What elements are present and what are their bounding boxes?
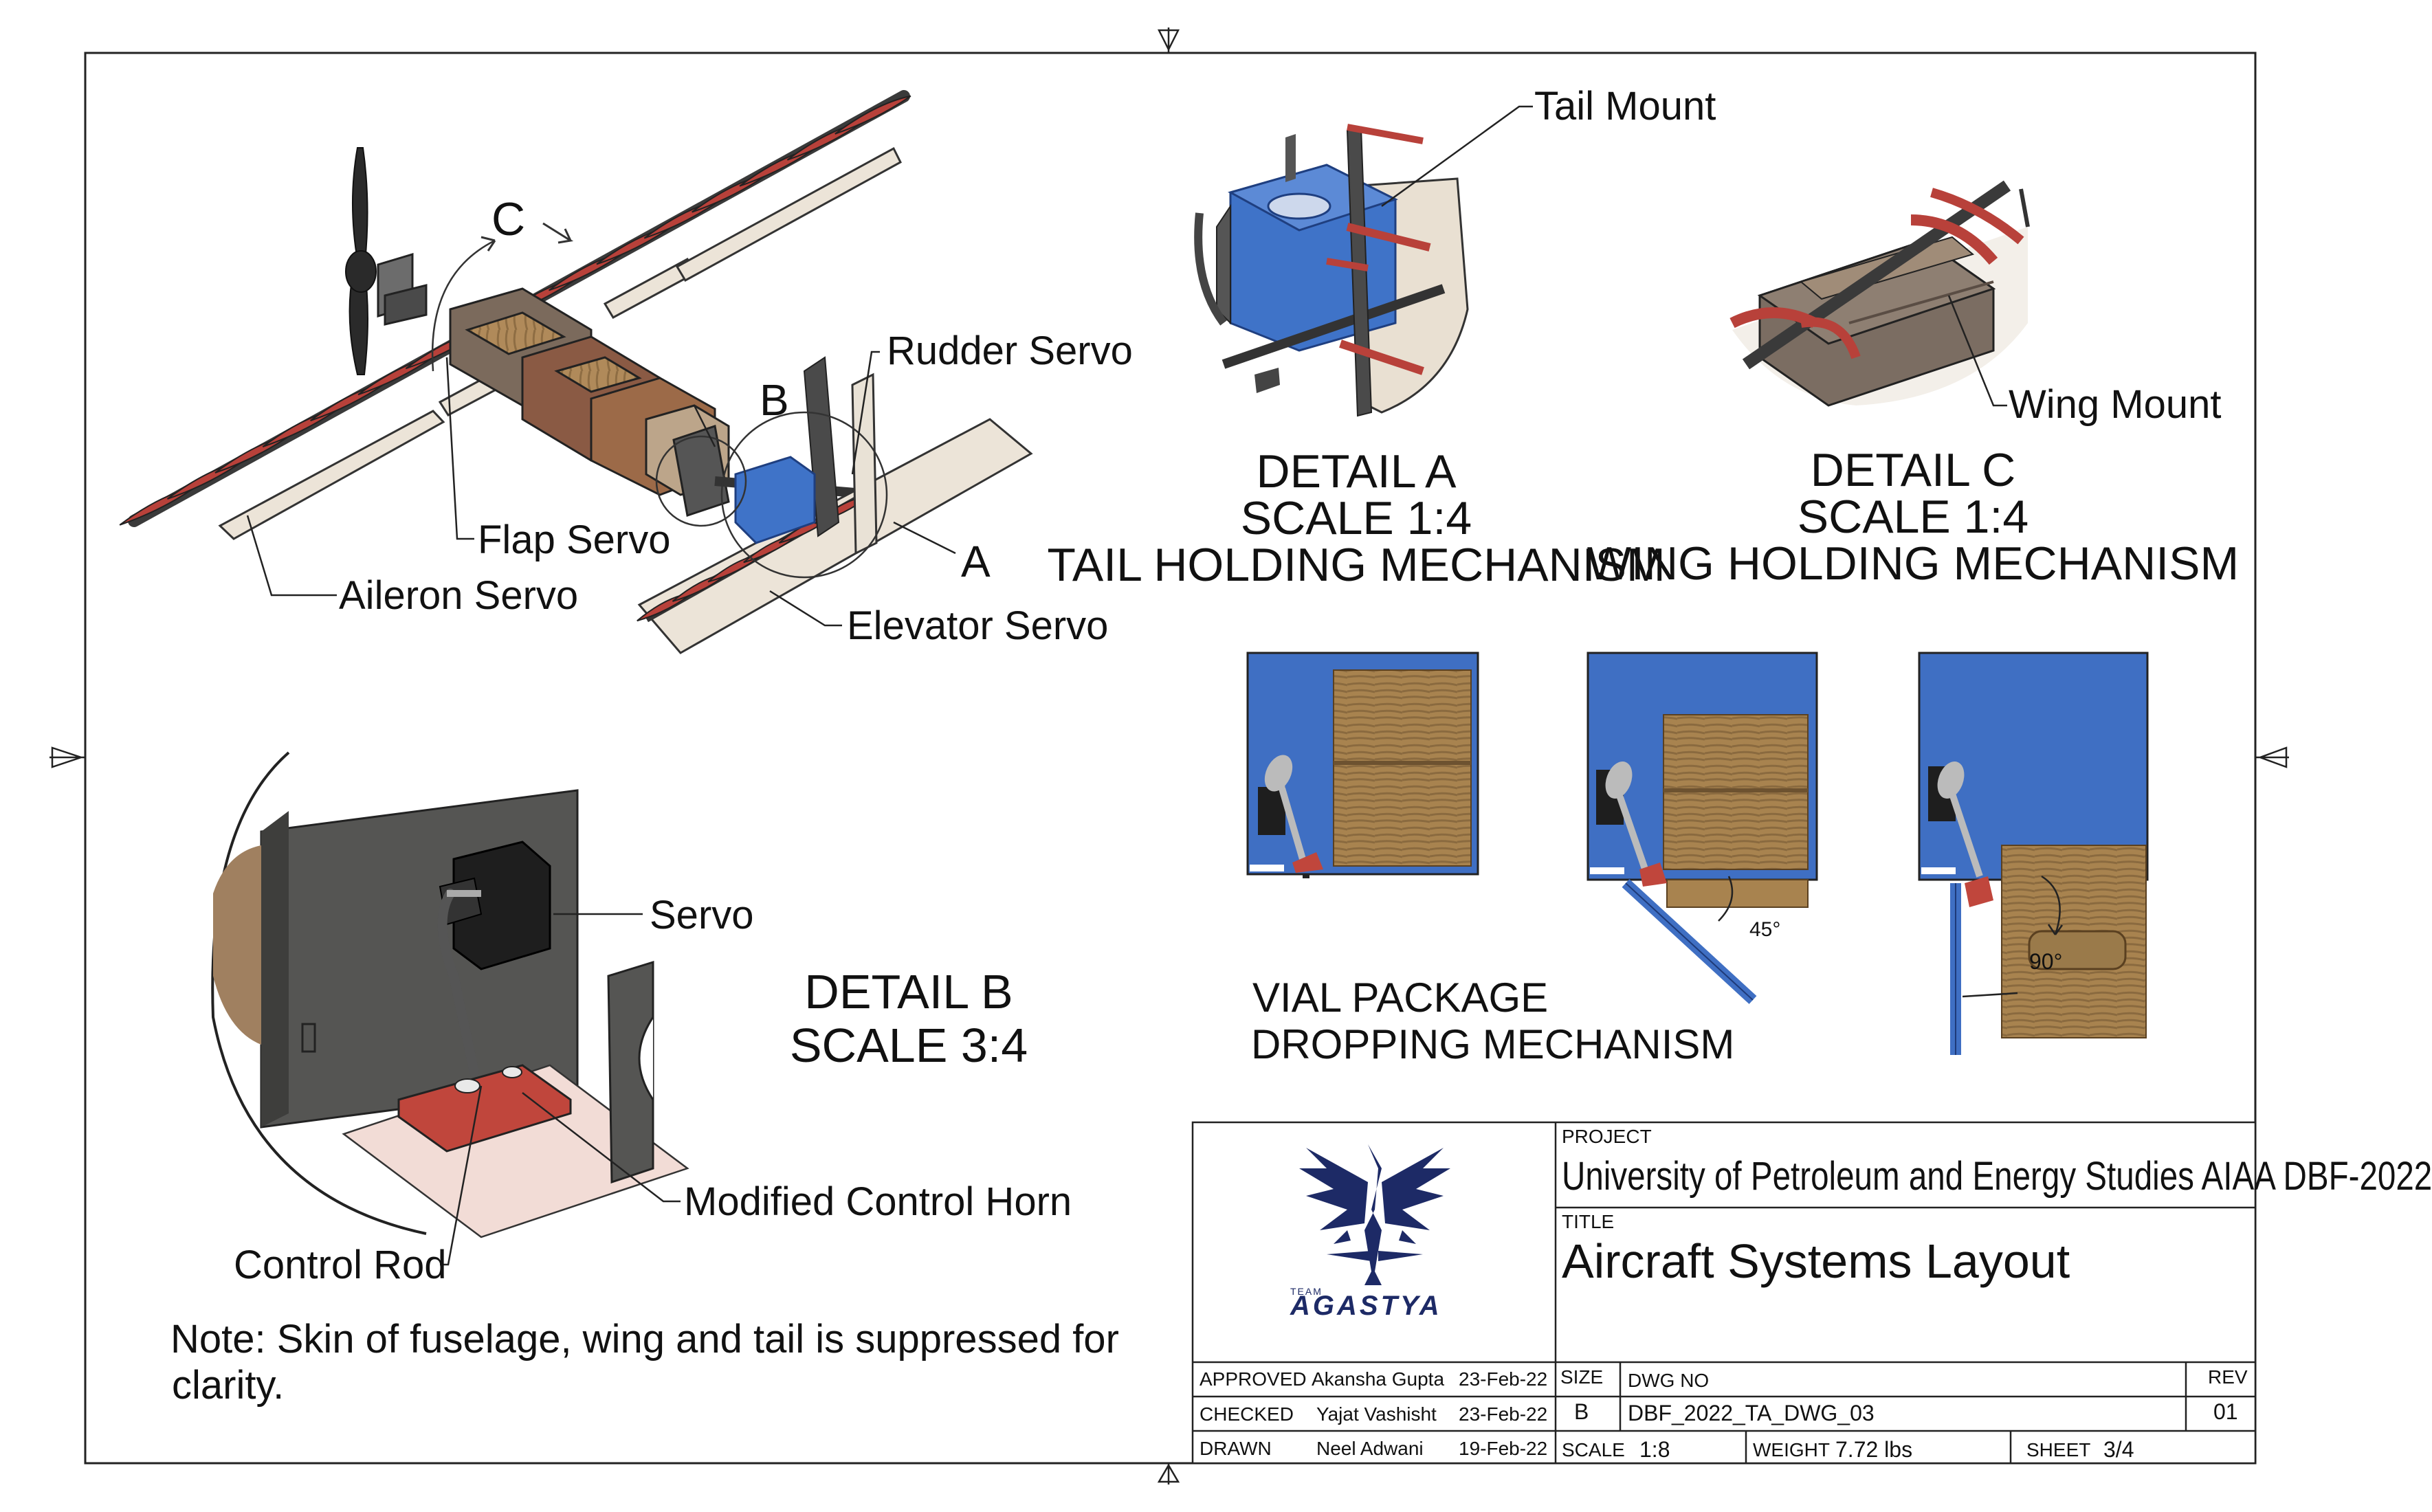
approved-date: 23-Feb-22 [1459,1368,1548,1390]
tail-mount-label: Tail Mount [1534,84,1716,129]
angle-45-label: 45° [1749,918,1781,941]
control-horn-label: Modified Control Horn [684,1179,1072,1224]
rev-value: 01 [2213,1399,2238,1424]
sheet-value: 3/4 [2103,1437,2134,1462]
aileron-servo-label: Aileron Servo [339,573,579,618]
control-rod-label: Control Rod [234,1243,447,1287]
sheet-label: SHEET [2026,1439,2091,1460]
scale-value: 1:8 [1639,1437,1670,1462]
checked-name: Yajat Vashisht [1316,1403,1437,1425]
vial-panel-90 [1918,652,2149,1055]
servo-label: Servo [650,893,754,937]
detail-b-marker: B [760,375,789,425]
title-block-lines [1191,1121,2257,1465]
detail-c-arc [431,239,496,372]
detail-a-heading: DETAIL A [1256,445,1457,498]
left-aileron [218,410,445,540]
detail-b-view [211,751,689,1266]
title-label: TITLE [1562,1211,1615,1232]
size-label: SIZE [1560,1366,1604,1388]
vial-caption-line2: DROPPING MECHANISM [1251,1021,1735,1067]
tail-mount-leader [1381,105,1533,208]
detail-a-marker: A [961,537,991,586]
wing-rib [834,95,911,135]
fuselage-bays [449,287,730,517]
drawn-name: Neel Adwani [1316,1438,1424,1459]
detail-b-circle [655,435,747,527]
detail-b-boundary [211,751,427,1235]
detail-c-scale: SCALE 1:4 [1797,491,2029,543]
note-line1: Note: Skin of fuselage, wing and tail is… [170,1317,1119,1361]
vial-caption-line1: VIAL PACKAGE [1252,975,1549,1021]
logo-agastya-text: AGASTYA [1290,1291,1442,1321]
dwg-no-label: DWG NO [1628,1370,1710,1391]
detail-b-leaders [440,913,681,1266]
elevator-servo-label: Elevator Servo [847,603,1109,648]
tail-boom-a [1221,284,1446,369]
weight-label: WEIGHT [1753,1439,1830,1460]
rudder-servo-label: Rudder Servo [887,329,1133,373]
control-horn [397,1064,572,1153]
project-label: PROJECT [1562,1126,1652,1147]
checked-date: 23-Feb-22 [1459,1403,1548,1425]
size-value: B [1574,1399,1589,1424]
note-line2: clarity. [172,1363,285,1408]
wing-spar-c [1742,180,2011,370]
control-rod [437,889,479,1077]
detail-a-circle [720,411,888,579]
centering-marks [49,27,2289,1485]
team-logo [1299,1144,1450,1285]
detail-a-scale: SCALE 1:4 [1240,492,1472,544]
drawn-label: DRAWN [1200,1438,1272,1459]
right-aileron [675,146,902,282]
detail-c-view [1729,180,2030,407]
drawing-title: Aircraft Systems Layout [1562,1234,2070,1288]
approved-label: APPROVED [1200,1368,1307,1390]
logo-team-text: TEAM [1290,1286,1323,1297]
detail-c-marker: C [491,193,526,245]
wing-mount-label: Wing Mount [2009,382,2222,427]
main-leaders [246,351,956,627]
detail-c-heading: DETAIL C [1810,444,2016,496]
main-isometric-view [119,90,1033,654]
project-name: University of Petroleum and Energy Studi… [1562,1154,2432,1199]
rudder-plate [851,373,878,555]
approved-name: Akansha Gupta [1312,1368,1445,1390]
tail-mount-blue [734,456,816,544]
rev-label: REV [2208,1366,2248,1388]
drawn-date: 19-Feb-22 [1459,1438,1548,1459]
checked-label: CHECKED [1200,1403,1294,1425]
vial-panel-closed [1246,652,1479,878]
scale-label: SCALE [1562,1439,1625,1460]
propeller [345,147,377,375]
vial-panel-45 [1587,652,1818,1004]
hinge-bracket [607,960,654,1184]
detail-a-caption: TAIL HOLDING MECHANISM [1047,539,1666,591]
wing-ribs [119,95,911,526]
weight-value: 7.72 lbs [1835,1437,1913,1462]
vial-dropping-views [1246,652,2149,1055]
angle-90-arc [2041,875,2061,935]
motor-mount [377,252,428,326]
detail-c-caption: WING HOLDING MECHANISM [1587,537,2240,590]
angle-90-label: 90° [2029,949,2063,974]
dwg-no-value: DBF_2022_TA_DWG_03 [1628,1401,1875,1425]
wing-mount-leader [1947,295,2007,407]
angle-45-arc [1718,876,1734,922]
detail-b-heading: DETAIL B [804,965,1013,1019]
detail-a-view [1194,105,1533,417]
servo-body [452,841,551,970]
drawing-sheet [49,27,2289,1485]
flap-servo-label: Flap Servo [478,518,671,562]
detail-b-scale: SCALE 3:4 [789,1019,1028,1072]
